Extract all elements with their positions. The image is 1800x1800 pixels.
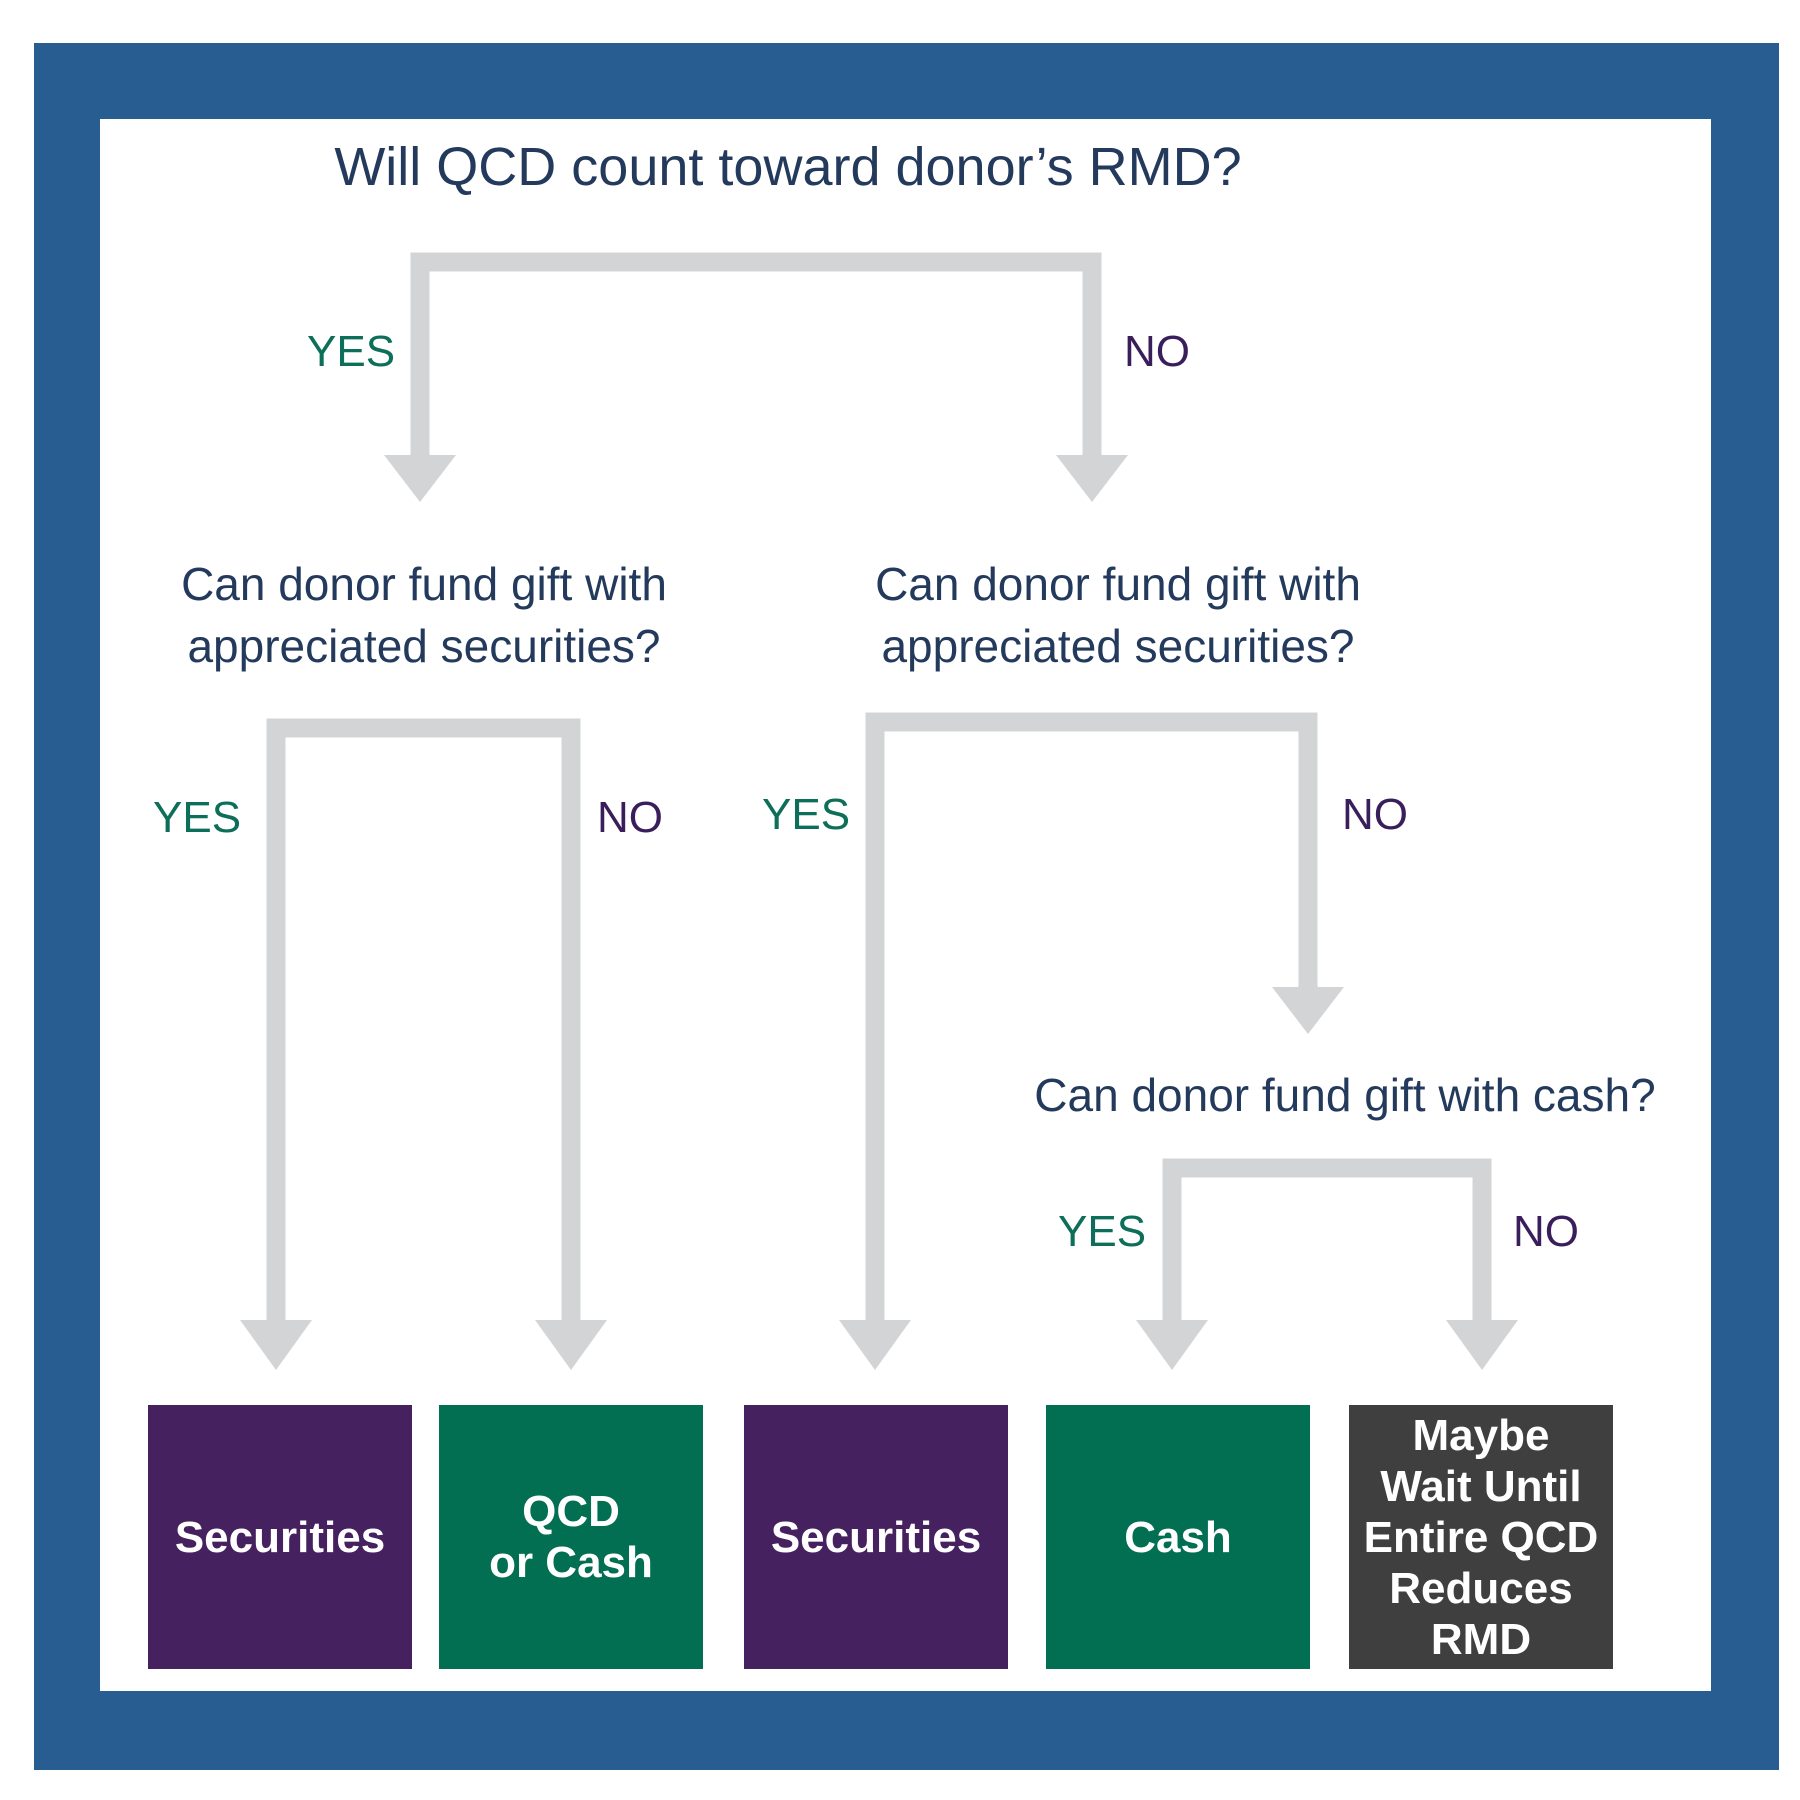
outcome-qcd-or-cash-box: QCD or Cash [439,1405,703,1669]
root-question: Will QCD count toward donor’s RMD? [334,137,1242,197]
outcome-securities-label-2: Securities [770,1512,982,1562]
outcome-securities-box-2: Securities [744,1405,1008,1669]
arrowhead-cash-yes [1136,1320,1208,1370]
arrowhead-cash-no [1446,1320,1518,1370]
connector-root [410,252,1102,465]
question-left-securities: Can donor fund gift with appreciated sec… [181,558,667,672]
label-cash-no: NO [1513,1207,1579,1256]
label-left-yes: YES [153,793,242,842]
arrowhead-root-no [1056,455,1128,502]
arrowhead-right-yes [839,1320,911,1370]
outcome-qcd-or-cash-label: QCD or Cash [489,1487,653,1587]
outcome-securities-box: Securities [148,1405,412,1669]
outcome-wait-box: Maybe Wait Until Entire QCD Reduces RMD [1349,1405,1613,1669]
outcome-cash-box: Cash [1046,1405,1310,1669]
label-right-yes: YES [762,790,851,839]
label-root-no: NO [1124,327,1190,376]
outcome-wait-label: Maybe Wait Until Entire QCD Reduces RMD [1363,1410,1599,1664]
connector-right-securities [865,712,1318,1328]
outcome-securities-label: Securities [174,1512,386,1562]
label-left-no: NO [597,793,663,842]
connector-left-securities [266,718,581,1328]
question-cash: Can donor fund gift with cash? [1034,1069,1656,1121]
connector-cash [1162,1158,1492,1328]
arrowhead-root-yes [384,455,456,502]
label-cash-yes: YES [1058,1207,1147,1256]
arrowhead-right-no [1272,987,1344,1034]
question-right-securities: Can donor fund gift with appreciated sec… [875,558,1361,672]
arrowhead-left-no [535,1320,607,1370]
label-root-yes: YES [307,327,396,376]
label-right-no: NO [1342,790,1408,839]
outcome-cash-label: Cash [1124,1512,1232,1562]
arrowhead-left-yes [240,1320,312,1370]
